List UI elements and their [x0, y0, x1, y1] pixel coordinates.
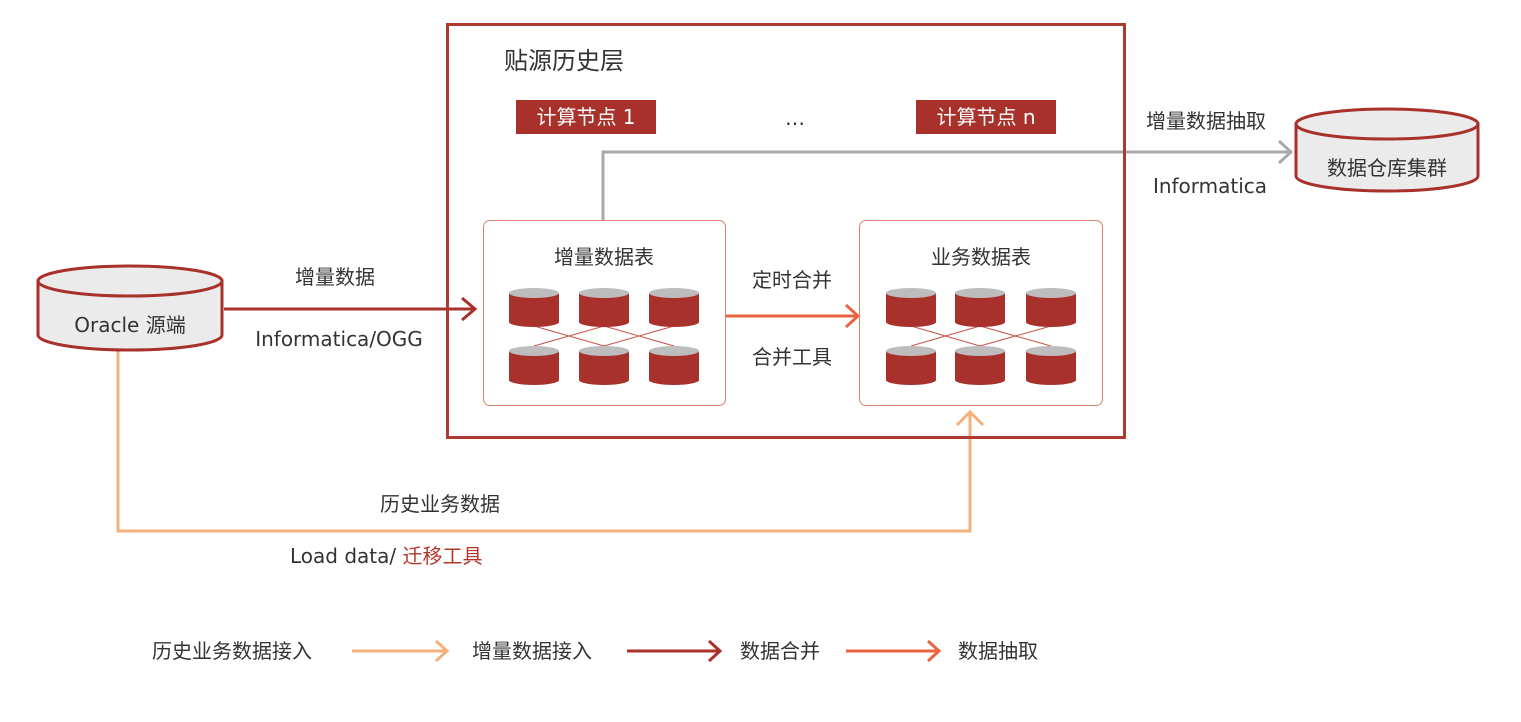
extract-arrowhead [1277, 139, 1294, 165]
legend-merge: 数据合并 [740, 639, 820, 663]
warehouse-cylinder [1294, 107, 1480, 193]
legend-extract: 数据抽取 [958, 639, 1038, 663]
history-label-highlight: 迁移工具 [402, 544, 483, 568]
merge-label-bottom: 合并工具 [752, 345, 832, 369]
db-icon [1026, 346, 1076, 385]
db-icon [955, 288, 1005, 327]
compute-node-ellipsis: … [785, 106, 805, 130]
ingest-arrowhead [461, 296, 478, 322]
compute-node-n: 计算节点 n [916, 100, 1056, 134]
ingest-label-bottom: Informatica/OGG [255, 327, 423, 351]
source-history-layer-frame [446, 23, 1126, 439]
incremental-table-box [483, 220, 726, 406]
history-label-top: 历史业务数据 [380, 492, 500, 516]
extract-line [601, 150, 1290, 220]
db-icon [649, 346, 699, 385]
layer-title: 贴源历史层 [504, 47, 624, 75]
warehouse-label: 数据仓库集群 [1327, 156, 1447, 180]
db-icon [886, 288, 936, 327]
history-data-line [116, 350, 972, 533]
business-table-title: 业务数据表 [931, 245, 1031, 269]
merge-arrowhead [844, 303, 861, 329]
db-icon [579, 288, 629, 327]
db-icon [579, 346, 629, 385]
business-db-cylinders [886, 288, 1076, 385]
db-icon [955, 346, 1005, 385]
db-icon [509, 288, 559, 327]
incremental-table-title: 增量数据表 [554, 245, 654, 269]
db-icon [1026, 288, 1076, 327]
legend-history: 历史业务数据接入 [152, 639, 312, 663]
compute-node-1: 计算节点 1 [516, 100, 656, 134]
incremental-links [533, 325, 675, 347]
history-label-bottom: Load data/ 迁移工具 [290, 546, 482, 566]
incremental-db-cylinders [509, 288, 699, 385]
db-icon [649, 288, 699, 327]
extract-label-top: 增量数据抽取 [1146, 109, 1266, 133]
oracle-source-label: Oracle 源端 [74, 313, 186, 337]
ingest-label-top: 增量数据 [295, 265, 375, 289]
legend-arrow-ingest [627, 639, 723, 663]
oracle-source-cylinder [36, 264, 224, 352]
merge-label-top: 定时合并 [752, 268, 832, 292]
legend-arrow-merge [846, 639, 942, 663]
db-icon [509, 346, 559, 385]
db-icon [886, 346, 936, 385]
legend-ingest: 增量数据接入 [472, 639, 592, 663]
history-arrowhead [955, 409, 985, 427]
history-label-prefix: Load data/ [290, 544, 403, 568]
extract-label-bottom: Informatica [1152, 174, 1268, 198]
business-table-box [859, 220, 1103, 406]
legend-arrow-history [352, 639, 450, 663]
business-links [910, 325, 1052, 347]
